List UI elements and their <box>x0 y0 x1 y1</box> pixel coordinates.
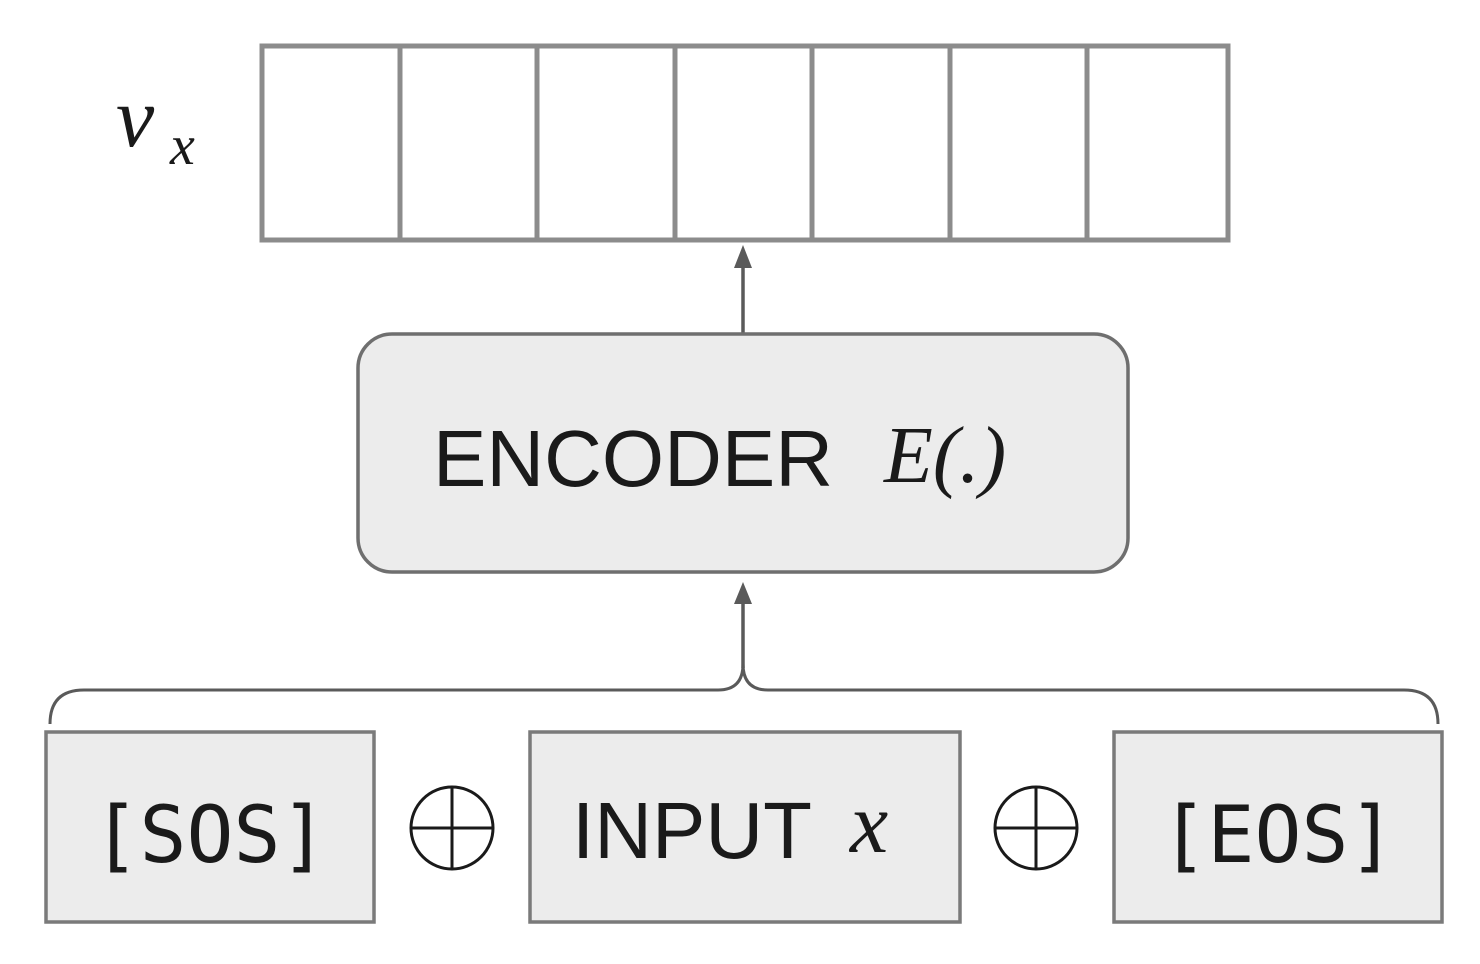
vector-cell <box>1084 43 1231 243</box>
sos-label: [SOS] <box>93 791 328 881</box>
arrow-inputs-to-encoder <box>734 582 752 668</box>
input-variable: x <box>848 775 888 871</box>
concat-operator: ⊕ <box>409 785 495 871</box>
vector-cell <box>947 43 1090 243</box>
input-brace <box>48 663 1440 725</box>
sos-box <box>44 730 376 924</box>
eos-box <box>1112 730 1444 924</box>
input-box <box>528 730 962 924</box>
encoder-function: E(.) <box>883 412 1006 500</box>
vector-cell <box>672 43 815 243</box>
input-token: INPUT x <box>528 730 962 924</box>
concat-operator: ⊕ <box>993 785 1079 871</box>
vector-symbol: v <box>116 69 155 165</box>
input-label: INPUT <box>572 786 812 875</box>
vector-cell <box>397 43 540 243</box>
vector-subscript: x <box>169 115 195 177</box>
encoder-label: ENCODER <box>433 414 833 503</box>
eos-label: [EOS] <box>1161 791 1396 881</box>
arrow-encoder-to-vector <box>734 245 752 334</box>
eos-token: [EOS] <box>1112 730 1444 924</box>
output-vector <box>259 43 1231 243</box>
vector-cell <box>809 43 953 243</box>
encoder-box <box>356 332 1130 574</box>
vector-cell <box>534 43 678 243</box>
sos-token: [SOS] <box>44 730 376 924</box>
vector-label: v x <box>116 69 195 177</box>
vector-cell <box>259 43 403 243</box>
encoder-block: ENCODER E(.) <box>356 332 1130 574</box>
